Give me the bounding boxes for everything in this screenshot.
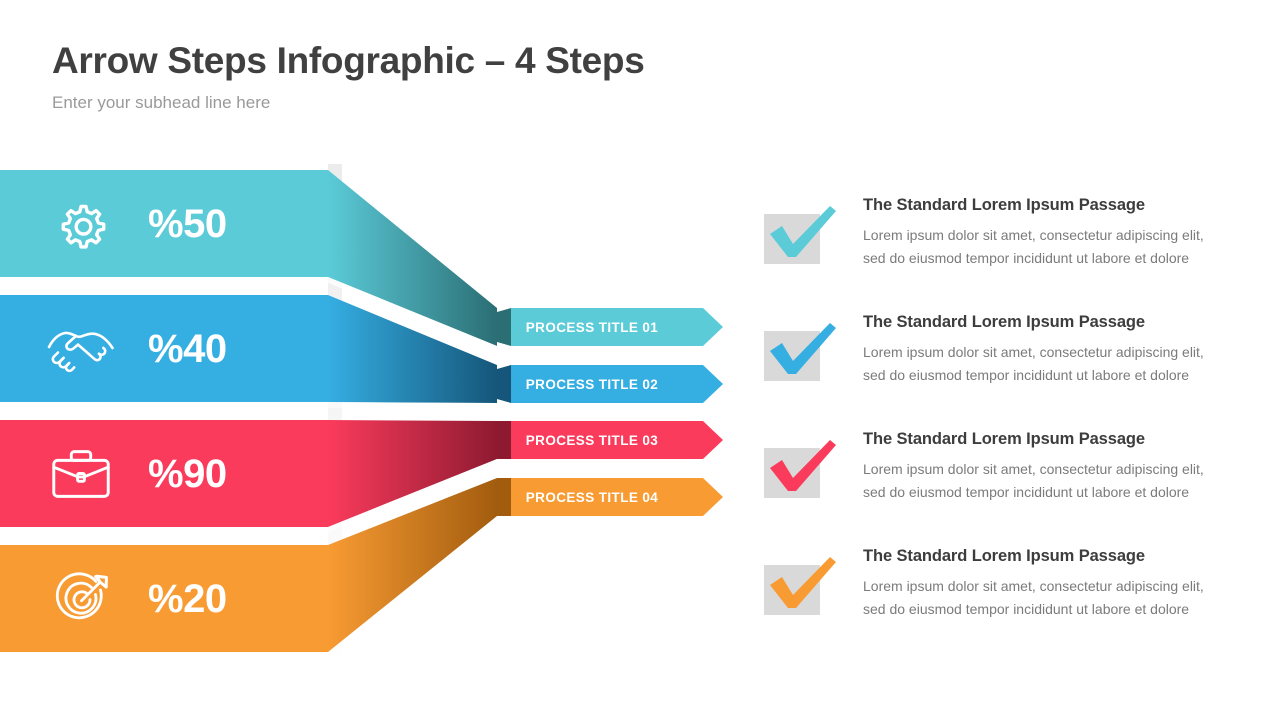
description-line1-4: Lorem ipsum dolor sit amet, consectetur … <box>863 578 1204 594</box>
description-item-4: The Standard Lorem Ipsum Passage Lorem i… <box>762 547 1232 647</box>
description-body-3: Lorem ipsum dolor sit amet, consectetur … <box>863 458 1233 503</box>
stat-percent-3: %90 <box>148 451 227 496</box>
description-body-1: Lorem ipsum dolor sit amet, consectetur … <box>863 224 1233 269</box>
description-title-1: The Standard Lorem Ipsum Passage <box>863 196 1145 214</box>
description-line1-1: Lorem ipsum dolor sit amet, consectetur … <box>863 227 1204 243</box>
description-text-2: The Standard Lorem Ipsum Passage Lorem i… <box>863 313 1233 386</box>
process-tab-label-1: PROCESS TITLE 01 <box>525 319 659 335</box>
handshake-icon <box>46 318 116 380</box>
header: Arrow Steps Infographic – 4 Steps Enter … <box>52 40 952 113</box>
description-body-2: Lorem ipsum dolor sit amet, consectetur … <box>863 341 1233 386</box>
process-tab-label-3: PROCESS TITLE 03 <box>525 432 659 448</box>
stat-bar-4[interactable]: %20 <box>0 545 328 652</box>
check-icon-1 <box>762 204 840 264</box>
stat-bar-3[interactable]: %90 <box>0 420 328 527</box>
description-line2-2: sed do eiusmod tempor incididunt ut labo… <box>863 366 1190 383</box>
process-tab-3[interactable]: PROCESS TITLE 03 <box>497 421 723 459</box>
process-tab-2[interactable]: PROCESS TITLE 02 <box>497 365 723 403</box>
stat-bar-2[interactable]: %40 <box>0 295 328 402</box>
connector-ribbons <box>328 150 538 680</box>
stat-bar-1[interactable]: %50 <box>0 170 328 277</box>
description-body-4: Lorem ipsum dolor sit amet, consectetur … <box>863 575 1233 620</box>
description-line1-2: Lorem ipsum dolor sit amet, consectetur … <box>863 344 1204 360</box>
page-title: Arrow Steps Infographic – 4 Steps <box>52 40 645 81</box>
description-text-3: The Standard Lorem Ipsum Passage Lorem i… <box>863 430 1233 503</box>
stat-percent-2: %40 <box>148 326 227 371</box>
description-item-3: The Standard Lorem Ipsum Passage Lorem i… <box>762 430 1232 530</box>
description-line1-3: Lorem ipsum dolor sit amet, consectetur … <box>863 461 1204 477</box>
process-tab-label-4: PROCESS TITLE 04 <box>525 489 659 505</box>
check-icon-2 <box>762 321 840 381</box>
description-item-1: The Standard Lorem Ipsum Passage Lorem i… <box>762 196 1232 296</box>
description-title-3: The Standard Lorem Ipsum Passage <box>863 430 1145 448</box>
stat-percent-1: %50 <box>148 201 227 246</box>
target-icon <box>46 568 116 630</box>
process-tab-4[interactable]: PROCESS TITLE 04 <box>497 478 723 516</box>
check-icon-4 <box>762 555 840 615</box>
description-line2-1: sed do eiusmod tempor incididunt ut labo… <box>863 249 1190 266</box>
check-icon-3 <box>762 438 840 498</box>
description-title-2: The Standard Lorem Ipsum Passage <box>863 313 1145 331</box>
description-line2-4: sed do eiusmod tempor incididunt ut labo… <box>863 600 1190 617</box>
process-tab-label-2: PROCESS TITLE 02 <box>525 376 659 392</box>
process-tab-1[interactable]: PROCESS TITLE 01 <box>497 308 723 346</box>
description-text-1: The Standard Lorem Ipsum Passage Lorem i… <box>863 196 1233 269</box>
description-title-4: The Standard Lorem Ipsum Passage <box>863 547 1145 565</box>
stat-percent-4: %20 <box>148 576 227 621</box>
description-text-4: The Standard Lorem Ipsum Passage Lorem i… <box>863 547 1233 620</box>
page-subhead: Enter your subhead line here <box>52 92 271 112</box>
description-item-2: The Standard Lorem Ipsum Passage Lorem i… <box>762 313 1232 413</box>
description-line2-3: sed do eiusmod tempor incididunt ut labo… <box>863 483 1190 500</box>
briefcase-icon <box>46 443 116 505</box>
gear-icon <box>46 193 116 255</box>
